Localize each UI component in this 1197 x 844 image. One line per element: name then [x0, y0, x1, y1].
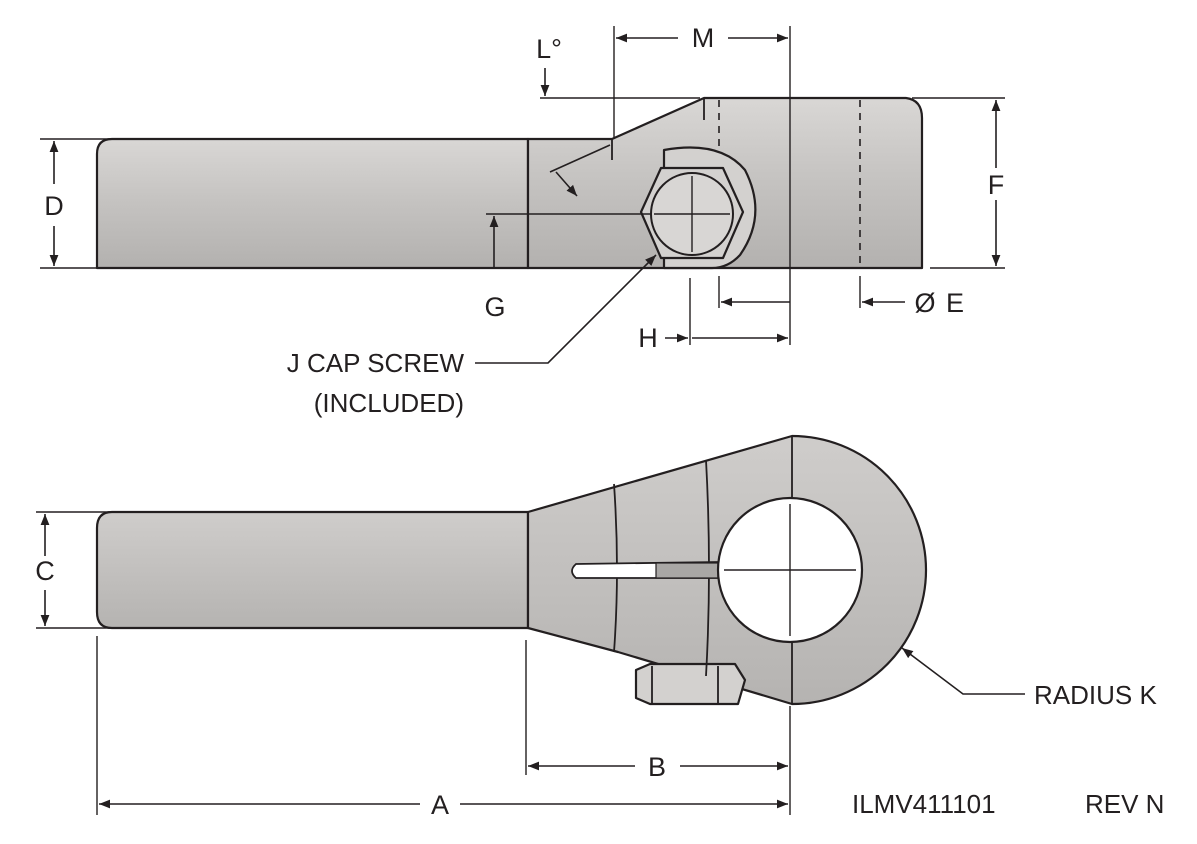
- dimension-e-label: E: [946, 288, 964, 318]
- radius-callout: RADIUS K: [901, 647, 1157, 710]
- side-view-shank: [95, 137, 530, 270]
- title-block: ILMV411101 REV N: [852, 789, 1164, 819]
- dimension-d-label: D: [44, 191, 64, 221]
- dimension-a-label: A: [431, 790, 449, 820]
- dimension-g: G: [484, 213, 650, 322]
- revision: REV N: [1085, 789, 1164, 819]
- dimension-b: B: [525, 640, 791, 815]
- dimension-c: C: [35, 511, 110, 629]
- dimension-b-label: B: [648, 752, 666, 782]
- dimension-m: M: [613, 23, 791, 138]
- dimension-f-label: F: [988, 170, 1005, 200]
- dimension-e: Ø E: [718, 276, 964, 318]
- dimension-e-symbol: Ø: [914, 288, 935, 318]
- plan-view: [95, 434, 928, 706]
- dimension-h: H: [638, 278, 788, 353]
- dimension-a: A: [96, 636, 788, 820]
- dimension-g-label: G: [484, 292, 505, 322]
- dimension-m-label: M: [692, 23, 715, 53]
- radius-note: RADIUS K: [1034, 680, 1157, 710]
- dimension-l-label: L°: [536, 34, 562, 64]
- dimension-h-label: H: [638, 323, 658, 353]
- drawing-number: ILMV411101: [852, 789, 996, 819]
- side-view: [95, 70, 924, 345]
- cap-screw-note-line2: (INCLUDED): [314, 388, 464, 418]
- dimension-d: D: [40, 138, 110, 269]
- dimension-f: F: [912, 97, 1005, 269]
- plan-view-shank: [95, 510, 530, 630]
- dimension-c-label: C: [35, 556, 55, 586]
- dimension-l: L°: [536, 34, 700, 197]
- cap-screw-callout: J CAP SCREW (INCLUDED): [287, 254, 657, 418]
- cap-screw-note-line1: J CAP SCREW: [287, 348, 465, 378]
